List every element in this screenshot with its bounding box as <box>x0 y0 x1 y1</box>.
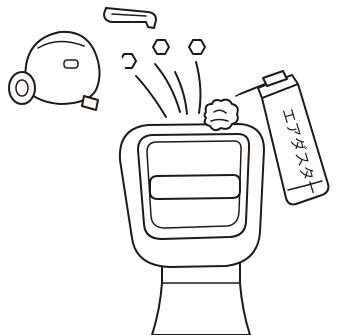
airflow-lines <box>136 62 200 117</box>
device-screen <box>138 134 249 239</box>
device-stand <box>152 262 250 335</box>
dust-particle-icon <box>153 40 169 54</box>
dust-particle-icon <box>189 40 205 54</box>
dust-particles <box>120 40 205 68</box>
